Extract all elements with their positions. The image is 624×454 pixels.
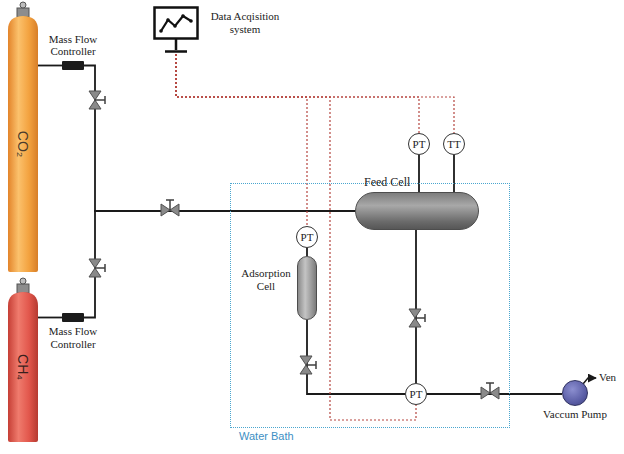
gas-pipe [84, 66, 355, 212]
node-label: Data Acqisition system [202, 10, 288, 35]
temperature-transmitter: TT [443, 133, 465, 155]
signal-wire [176, 54, 416, 420]
node-label: Mass Flow Controller [41, 325, 105, 350]
mass-flow-controller: Mass Flow Controller [62, 313, 84, 322]
vent-label: Ven [599, 371, 616, 384]
valve-symbol [89, 259, 105, 277]
cylinder-valve [17, 278, 29, 293]
valve-symbol [481, 383, 499, 399]
node-label: CO₂ [15, 131, 31, 157]
gas-pipe [307, 320, 405, 394]
valve-symbol [89, 91, 105, 109]
valve-symbol [300, 356, 316, 374]
pressure-transmitter: PT [408, 133, 430, 155]
gas-pipe [38, 65, 62, 67]
data-acquisition-monitor: Data Acqisition system [153, 6, 199, 54]
pressure-transmitter: PT [405, 383, 427, 405]
valve-symbol [409, 309, 425, 327]
gas-pipe [38, 317, 62, 319]
mass-flow-controller: Mass Flow Controller [62, 61, 84, 70]
feed-cell: Feed Cell [355, 192, 479, 230]
gas-pipe [306, 248, 308, 256]
vacuum-pump: Vaccum Pump [562, 380, 588, 406]
adsorption-cell: Adsorption Cell [297, 256, 317, 320]
monitor-icon [153, 6, 199, 54]
node-label: PT [301, 231, 314, 244]
node-label: Vaccum Pump [543, 408, 607, 421]
node-label: Mass Flow Controller [41, 33, 105, 58]
node-label: Adsorption Cell [238, 267, 294, 292]
gas-pipe [418, 155, 420, 192]
vent-arrow [583, 378, 596, 384]
gas-pipe [453, 155, 455, 192]
node-label: PT [410, 388, 423, 401]
node-label: Feed Cell [364, 176, 410, 190]
node-label: TT [447, 138, 460, 151]
valve-symbol [161, 200, 179, 216]
signal-wire [176, 54, 307, 226]
valve-group [89, 91, 499, 399]
node-label: CH₄ [15, 354, 31, 380]
cylinder-valve [17, 2, 29, 17]
signal-wire [176, 54, 454, 133]
pressure-transmitter: PT [296, 226, 318, 248]
node-label: Water Bath [239, 430, 294, 443]
water-bath-region: Water BathPTTTFeed CellPTAdsorption Cell… [230, 183, 510, 428]
gas-cylinder: CO₂ [8, 16, 38, 272]
gas-cylinder: CH₄ [8, 292, 38, 442]
signal-wire [176, 54, 419, 133]
node-label: PT [413, 138, 426, 151]
gas-pipe [415, 230, 417, 383]
